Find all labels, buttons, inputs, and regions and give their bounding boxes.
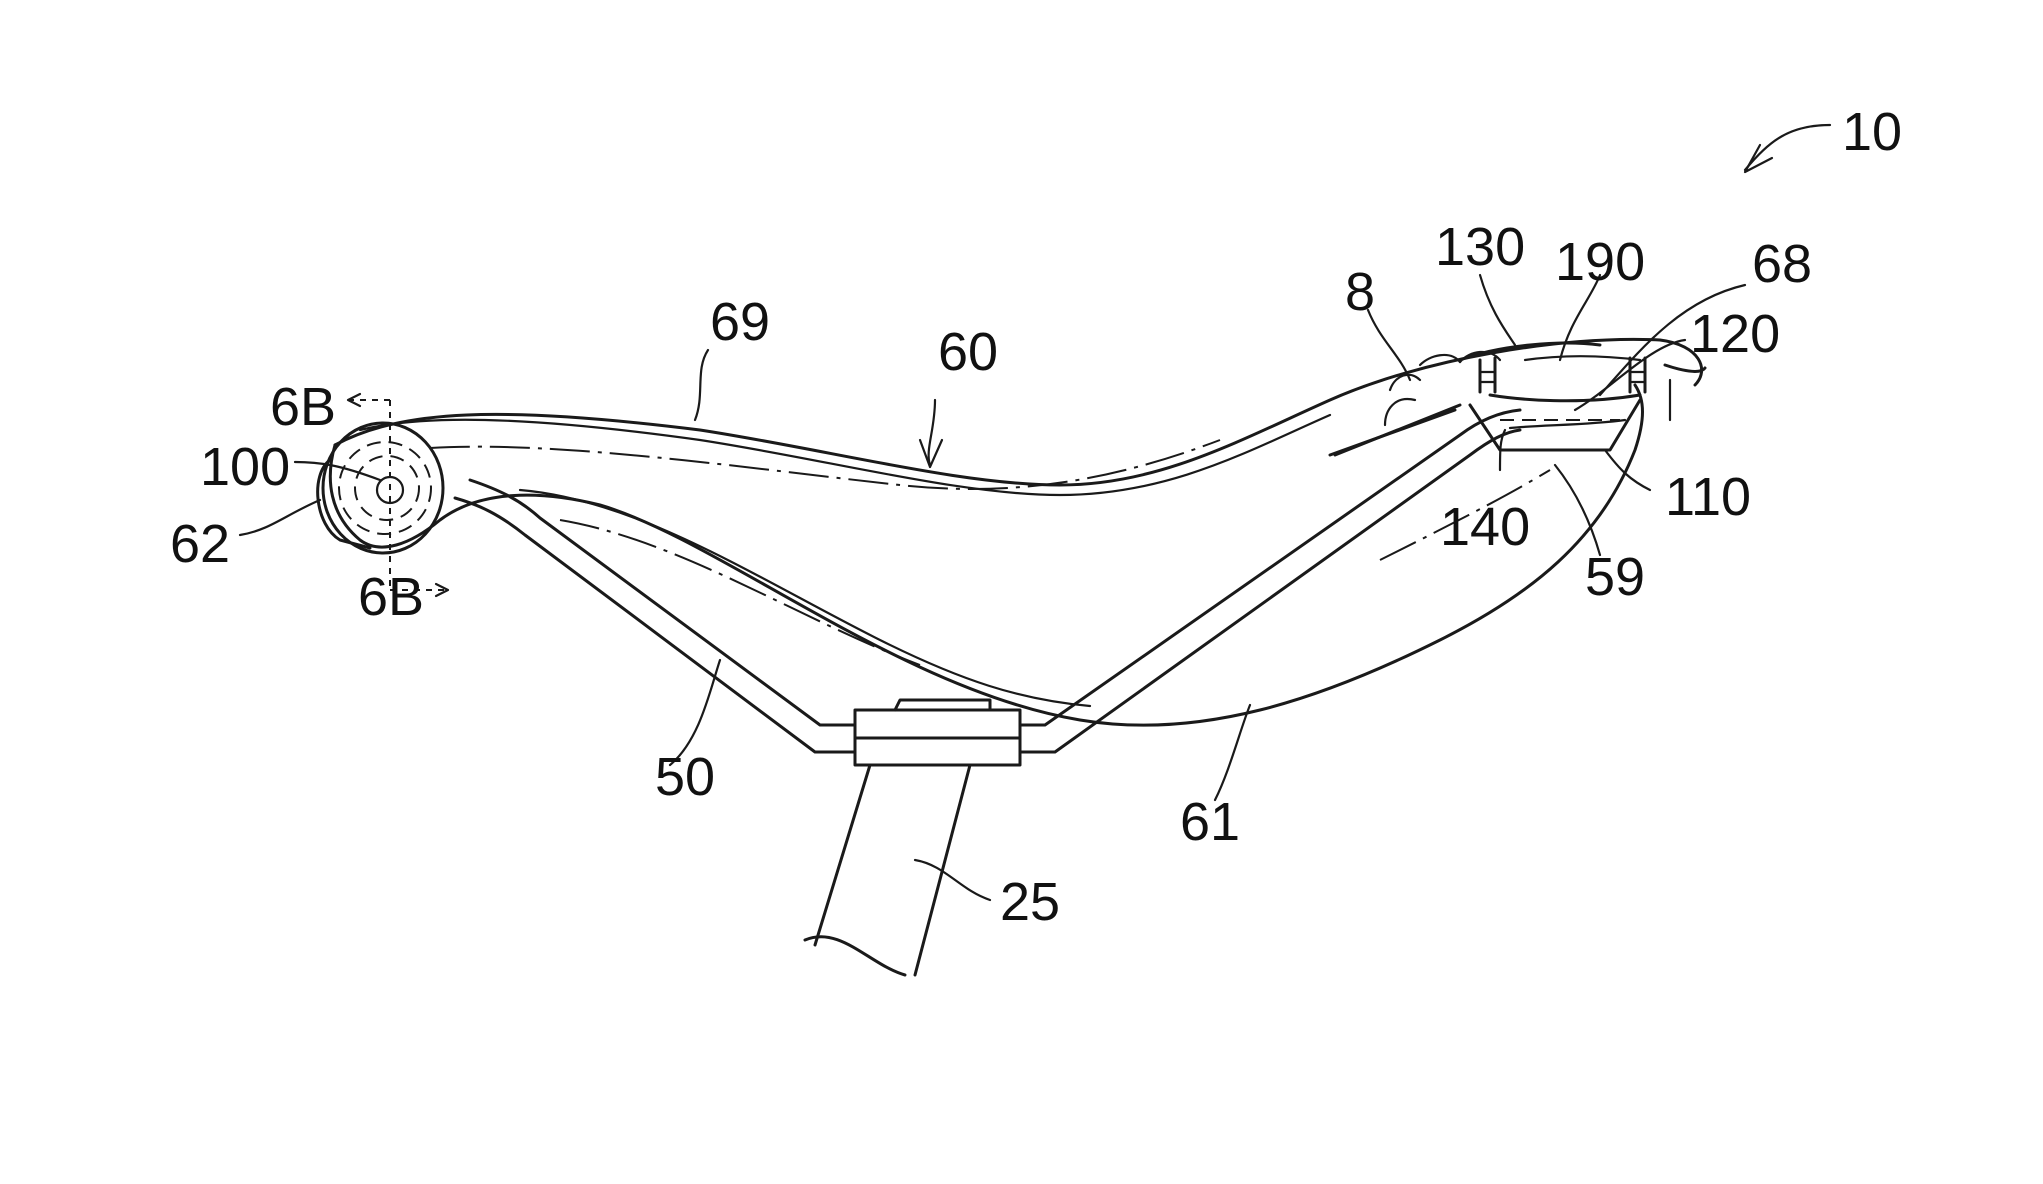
- label-59: 59: [1585, 547, 1645, 607]
- label-50: 50: [655, 747, 715, 807]
- label-120: 120: [1690, 304, 1780, 364]
- label-25: 25: [1000, 872, 1060, 932]
- label-140: 140: [1440, 497, 1530, 557]
- label-190: 190: [1555, 232, 1645, 292]
- rear-reel-assembly: [318, 394, 448, 596]
- reference-numerals: 10 130 190 68 8 120 69 60 6B 100 62 6B 1…: [170, 102, 1902, 932]
- label-61: 61: [1180, 792, 1240, 852]
- label-130: 130: [1435, 217, 1525, 277]
- seat-post: [805, 765, 970, 975]
- label-6B-bottom: 6B: [358, 567, 424, 627]
- rail-clamp: [855, 700, 1020, 765]
- label-68: 68: [1752, 234, 1812, 294]
- label-100: 100: [200, 437, 290, 497]
- label-8: 8: [1345, 262, 1375, 322]
- label-60: 60: [938, 322, 998, 382]
- label-69: 69: [710, 292, 770, 352]
- front-reservoir-cavity: [1335, 343, 1705, 455]
- label-6B-top: 6B: [270, 377, 336, 437]
- label-62: 62: [170, 514, 230, 574]
- label-10: 10: [1842, 102, 1902, 162]
- label-110: 110: [1665, 467, 1751, 527]
